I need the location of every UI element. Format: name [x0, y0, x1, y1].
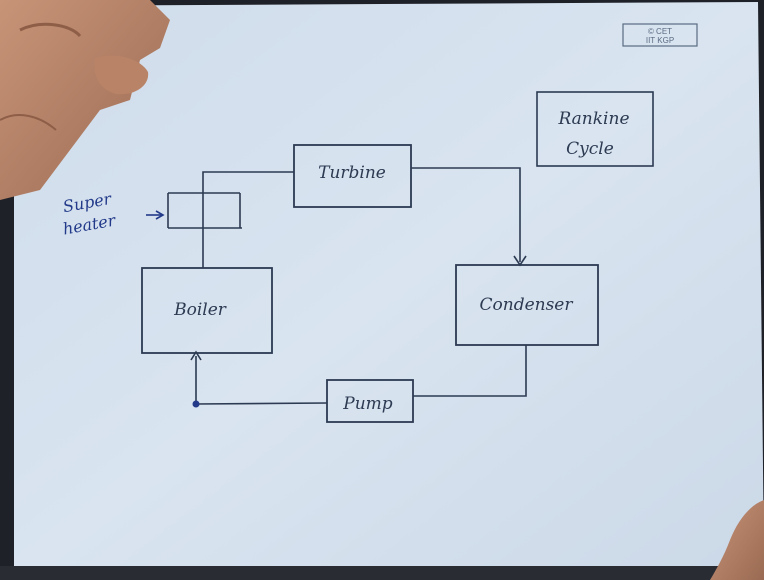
condenser-label: Condenser: [480, 295, 574, 315]
watermark-stamp: © CET IIT KGP: [622, 23, 698, 47]
hand-top-left: [0, 0, 170, 200]
pump-outlet-dot: [192, 400, 200, 408]
boiler-to-turbine-line: [202, 171, 294, 268]
boiler-inlet-arrow: [190, 350, 202, 361]
superheater: [167, 192, 242, 229]
watermark-line2: IIT KGP: [646, 36, 674, 45]
boiler-label: Boiler: [173, 300, 227, 320]
turbine-label: Turbine: [318, 163, 386, 183]
pump-box: [326, 379, 414, 423]
condenser-box: [455, 264, 599, 346]
turbine-to-condenser-line: [411, 167, 521, 262]
paper-sheet: [14, 2, 764, 580]
turbine-box: [293, 144, 412, 208]
boiler-box: [141, 267, 273, 354]
title-line2: Cycle: [566, 139, 614, 159]
watermark-line1: © CET: [648, 27, 672, 36]
pump-label: Pump: [342, 394, 393, 414]
title-line1: Rankine: [557, 109, 629, 129]
hand-bottom-right: [710, 500, 764, 580]
superheater-pointer-arrow: [146, 210, 165, 220]
title-box: [536, 91, 654, 167]
condenser-inlet-arrow: [513, 255, 527, 267]
condenser-to-pump-line: [413, 345, 527, 397]
paper-bottom-edge: [0, 566, 764, 580]
